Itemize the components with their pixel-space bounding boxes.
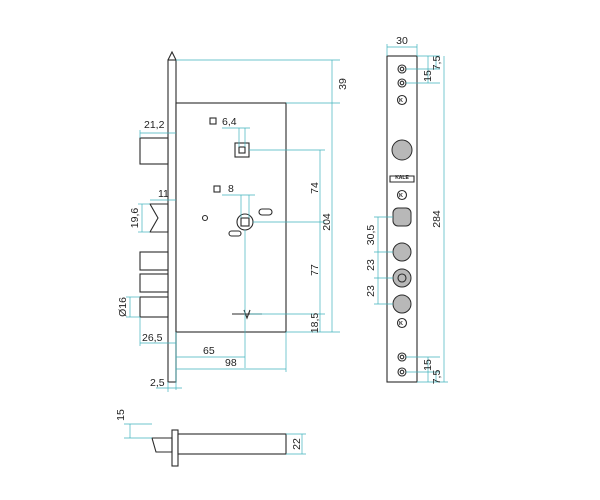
cylinder-2	[392, 242, 412, 262]
bottom-view-dimensions: 15 22	[115, 409, 306, 455]
dim-spindle-square-lower: 8	[228, 183, 234, 195]
dim-total-height: 284	[431, 210, 443, 228]
bottom-side-view	[151, 429, 287, 467]
main-view-dimensions: 39 204 74 77 18,5 6,4 8 21,2	[117, 59, 349, 392]
dim-cylinder-top-gap: 30,5	[365, 225, 377, 246]
dim-case-depth: 98	[225, 357, 237, 369]
upper-deadbolt	[139, 137, 169, 165]
dim-spindle-distance: 74	[309, 182, 321, 194]
latch-bolt	[149, 203, 169, 233]
dim-spindle-square-upper: 6,4	[222, 116, 237, 128]
dim-bottom-edge-right: 7,5	[431, 370, 443, 385]
faceplate-tip	[167, 50, 177, 61]
svg-text:K: K	[399, 193, 403, 199]
bottom-latch	[151, 437, 173, 453]
upper-boss	[391, 139, 413, 161]
dim-cylinder-to-spindle: 77	[309, 264, 321, 276]
lock-case	[175, 102, 287, 333]
dim-bolt-throw: 26,5	[142, 332, 163, 344]
deadbolt-2	[139, 273, 169, 293]
upper-spindle-square	[238, 146, 246, 154]
faceplate	[167, 59, 177, 383]
dim-top-offset: 39	[337, 78, 349, 90]
bottom-faceplate	[171, 429, 179, 467]
dim-front-width: 30	[396, 35, 408, 47]
brand-label: KALE	[395, 175, 409, 181]
dim-side-view-height: 22	[291, 438, 303, 450]
slot-right	[258, 208, 273, 216]
dim-bottom-offset: 18,5	[309, 313, 321, 334]
dim-bottom-edge-left: 15	[422, 359, 434, 371]
dim-overall-center: 204	[321, 213, 333, 231]
deadbolt-3	[139, 296, 169, 318]
lock-body-view	[139, 50, 287, 383]
svg-text:K: K	[399, 98, 403, 104]
bottom-case	[177, 433, 287, 455]
dim-top-edge-right: 7,5	[431, 56, 443, 71]
svg-text:K: K	[399, 321, 403, 327]
cylinder-1	[392, 207, 412, 227]
case-hole	[201, 214, 209, 222]
dim-latch-height: 19,6	[129, 208, 141, 229]
dim-side-view-bolt: 15	[115, 409, 127, 421]
dim-backset: 65	[203, 345, 215, 357]
dim-cylinder-mid-gap: 23	[365, 259, 377, 271]
lower-spindle-square	[240, 217, 250, 227]
dim-latch-offset: 11	[158, 188, 169, 200]
cylinder-4	[392, 294, 412, 314]
front-view-dimensions: 30 15 7,5 284 30,5 23 23 15 7,5	[365, 35, 448, 384]
cylinder-3	[392, 268, 412, 288]
slot-left	[228, 230, 242, 237]
dim-top-edge-left: 15	[422, 70, 434, 82]
deadbolt-1	[139, 251, 169, 271]
dim-faceplate-thickness: 2,5	[150, 377, 165, 389]
dim-bolt-diameter: Ø16	[117, 297, 129, 317]
dim-cylinder-low-gap: 23	[365, 285, 377, 297]
dim-bolt-projection: 21,2	[144, 119, 165, 131]
faceplate-front-view: K KALE K K	[386, 55, 418, 383]
